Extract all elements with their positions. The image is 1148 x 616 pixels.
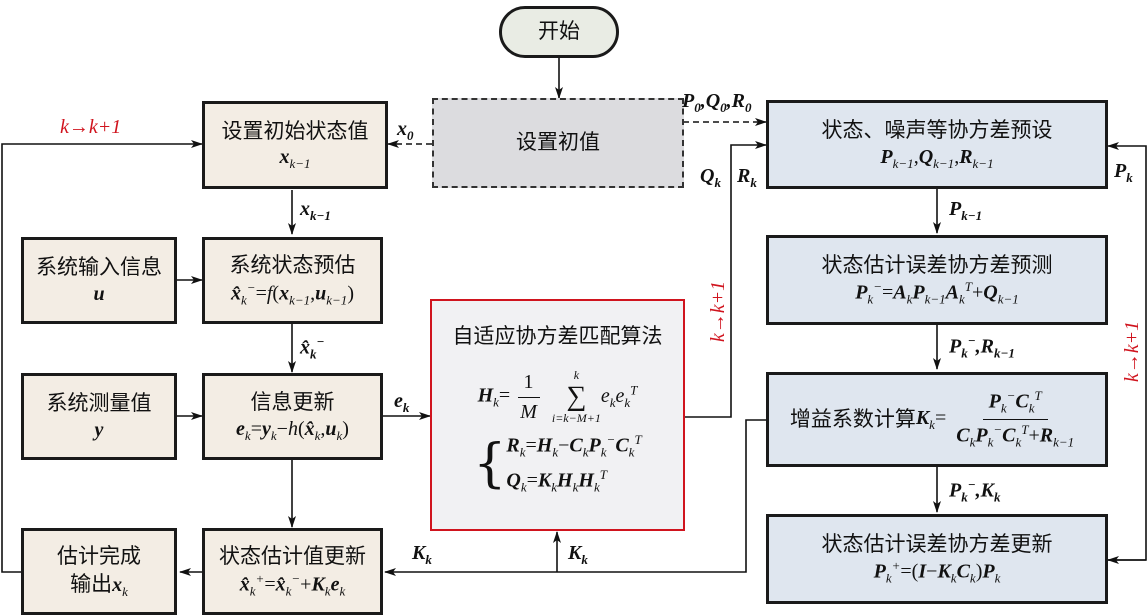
edge-label-x0: x0 xyxy=(397,118,414,143)
state-predict-box: 系统状态预估 x̂k−=f(xk−1,uk−1) xyxy=(202,237,383,324)
edge-gain-kk xyxy=(384,419,766,576)
state-predict-title: 系统状态预估 xyxy=(229,253,356,278)
covariance-predict-title: 状态估计误差协方差预测 xyxy=(821,252,1053,277)
adaptive-system: { Rk=Hk−CkPk−CkT Qk=KkHkHkT xyxy=(473,432,641,496)
set-initial-state-title: 设置初始状态值 xyxy=(221,118,369,143)
edge-label-xhat-minus: x̂k− xyxy=(300,334,325,362)
set-initial-state-box: 设置初始状态值 xk−1 xyxy=(202,101,388,189)
innovation-title: 信息更新 xyxy=(250,390,335,415)
edge-label-rk: Rk xyxy=(737,165,757,190)
state-predict-formula: x̂k−=f(xk−1,uk−1) xyxy=(231,279,354,308)
edge-label-pminus-rk1: Pk−,Rk−1 xyxy=(949,333,1015,361)
measurement-formula: y xyxy=(94,418,104,441)
output-title: 估计完成 xyxy=(57,544,141,569)
gain-title: 增益系数计算 xyxy=(789,406,916,431)
output-line: 输出xk xyxy=(70,571,128,600)
covariance-preset-formula: Pk−1,Qk−1,Rk−1 xyxy=(880,145,994,171)
innovation-formula: ek=yk−h(x̂k,uk) xyxy=(236,417,349,443)
state-update-formula: x̂k+=x̂k−+Kkek xyxy=(239,570,346,599)
covariance-predict-box: 状态估计误差协方差预测 Pk−=AkPk−1AkT+Qk−1 xyxy=(766,235,1108,325)
state-update-title: 状态估计值更新 xyxy=(219,544,366,569)
init-values-box: 设置初值 xyxy=(432,98,684,188)
start-label: 开始 xyxy=(538,19,580,44)
set-initial-state-formula: xk−1 xyxy=(279,146,311,172)
output-box: 估计完成 输出xk xyxy=(21,528,177,615)
brace-icon: { xyxy=(473,434,507,495)
covariance-update-formula: Pk+=(I−KkCk)Pk xyxy=(873,558,1001,586)
loop-label-right: k→k+1 xyxy=(1121,320,1144,383)
covariance-preset-box: 状态、噪声等协方差预设 Pk−1,Qk−1,Rk−1 xyxy=(766,100,1108,189)
covariance-update-title: 状态估计误差协方差更新 xyxy=(821,531,1053,556)
innovation-box: 信息更新 ek=yk−h(x̂k,uk) xyxy=(202,373,383,460)
edge-loop-left xyxy=(1,140,203,573)
measurement-title: 系统测量值 xyxy=(46,391,152,416)
output-formula: xk xyxy=(112,573,128,599)
edge-label-pminus-kk: Pk−,Kk xyxy=(949,477,1001,505)
adaptive-formula-q: Qk=KkHkHkT xyxy=(506,467,607,495)
edge-label-pk-1: Pk−1 xyxy=(949,198,983,223)
system-input-title: 系统输入信息 xyxy=(36,255,162,280)
system-input-formula: u xyxy=(93,282,105,305)
edge-label-qk: Qk xyxy=(700,165,721,190)
start-node: 开始 xyxy=(499,6,619,58)
output-subtitle: 输出 xyxy=(70,571,113,596)
edge-label-xk-1: xk−1 xyxy=(300,198,331,223)
system-input-box: 系统输入信息 u xyxy=(21,237,177,324)
measurement-box: 系统测量值 y xyxy=(21,373,177,460)
edge-label-ek: ek xyxy=(394,390,410,415)
edge-label-p0q0r0: P0,Q0,R0 xyxy=(682,90,752,115)
adaptive-formula-r: Rk=Hk−CkPk−CkT xyxy=(506,432,642,460)
adaptive-title: 自适应协方差匹配算法 xyxy=(452,324,663,348)
state-update-box: 状态估计值更新 x̂k+=x̂k−+Kkek xyxy=(202,528,383,615)
covariance-preset-title: 状态、噪声等协方差预设 xyxy=(821,118,1053,143)
edge-label-kk-left: Kk xyxy=(412,542,432,567)
covariance-update-box: 状态估计误差协方差更新 Pk+=(I−KkCk)Pk xyxy=(766,514,1108,604)
loop-label-mid: k→k+1 xyxy=(707,280,730,343)
edge-adaptive-covpreset xyxy=(684,141,767,418)
init-values-label: 设置初值 xyxy=(516,130,600,155)
loop-label-left: k→k+1 xyxy=(60,116,122,138)
edge-label-kk-up: Kk xyxy=(568,542,588,567)
edge-label-pk: Pk xyxy=(1114,160,1133,185)
covariance-predict-formula: Pk−=AkPk−1AkT+Qk−1 xyxy=(855,279,1019,307)
